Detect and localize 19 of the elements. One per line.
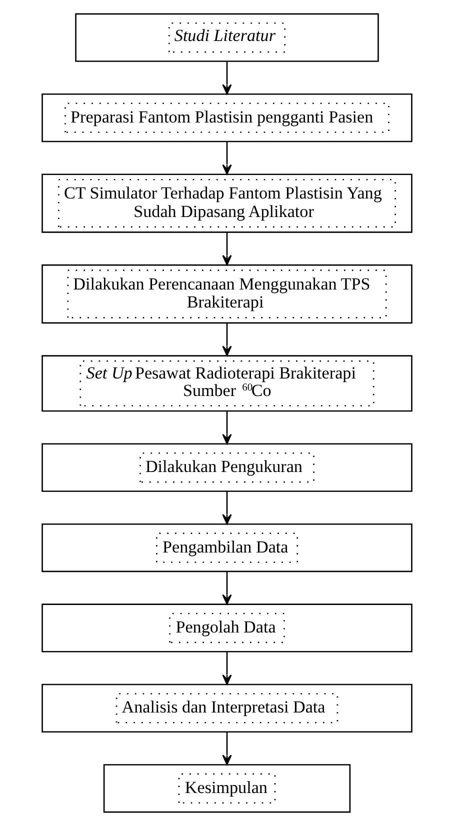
node-box: CT Simulator Terhadap Fantom Plastisin Yang Sudah Dipasang Aplikator [41,174,412,233]
arrow [222,411,232,444]
node-box: Dilakukan Perencanaan Menggunakan TPS Brakiterapi [41,264,412,324]
arrow [222,491,232,524]
node-box: Pengolah Data [41,604,412,652]
arrow [222,732,232,766]
node-box: Studi Literatur [74,13,378,62]
arrow [222,572,232,605]
node-box: Dilakukan Pengukuran [41,443,412,492]
node-box: Pengambilan Data [41,523,412,572]
node-box: Analisis dan Interpretasi Data [41,684,412,733]
node-box: Kesimpulan [102,764,350,813]
arrow [222,323,232,356]
arrow [222,652,232,685]
arrow [222,142,232,175]
node-box: Preparasi Fantom Plastisin pengganti Pasien [41,93,412,142]
node-box: Set Up Pesawat Radioterapi Brakiterapi Sumber $^{60}$Co [41,355,412,412]
arrow [222,232,232,266]
arrow [222,61,232,94]
